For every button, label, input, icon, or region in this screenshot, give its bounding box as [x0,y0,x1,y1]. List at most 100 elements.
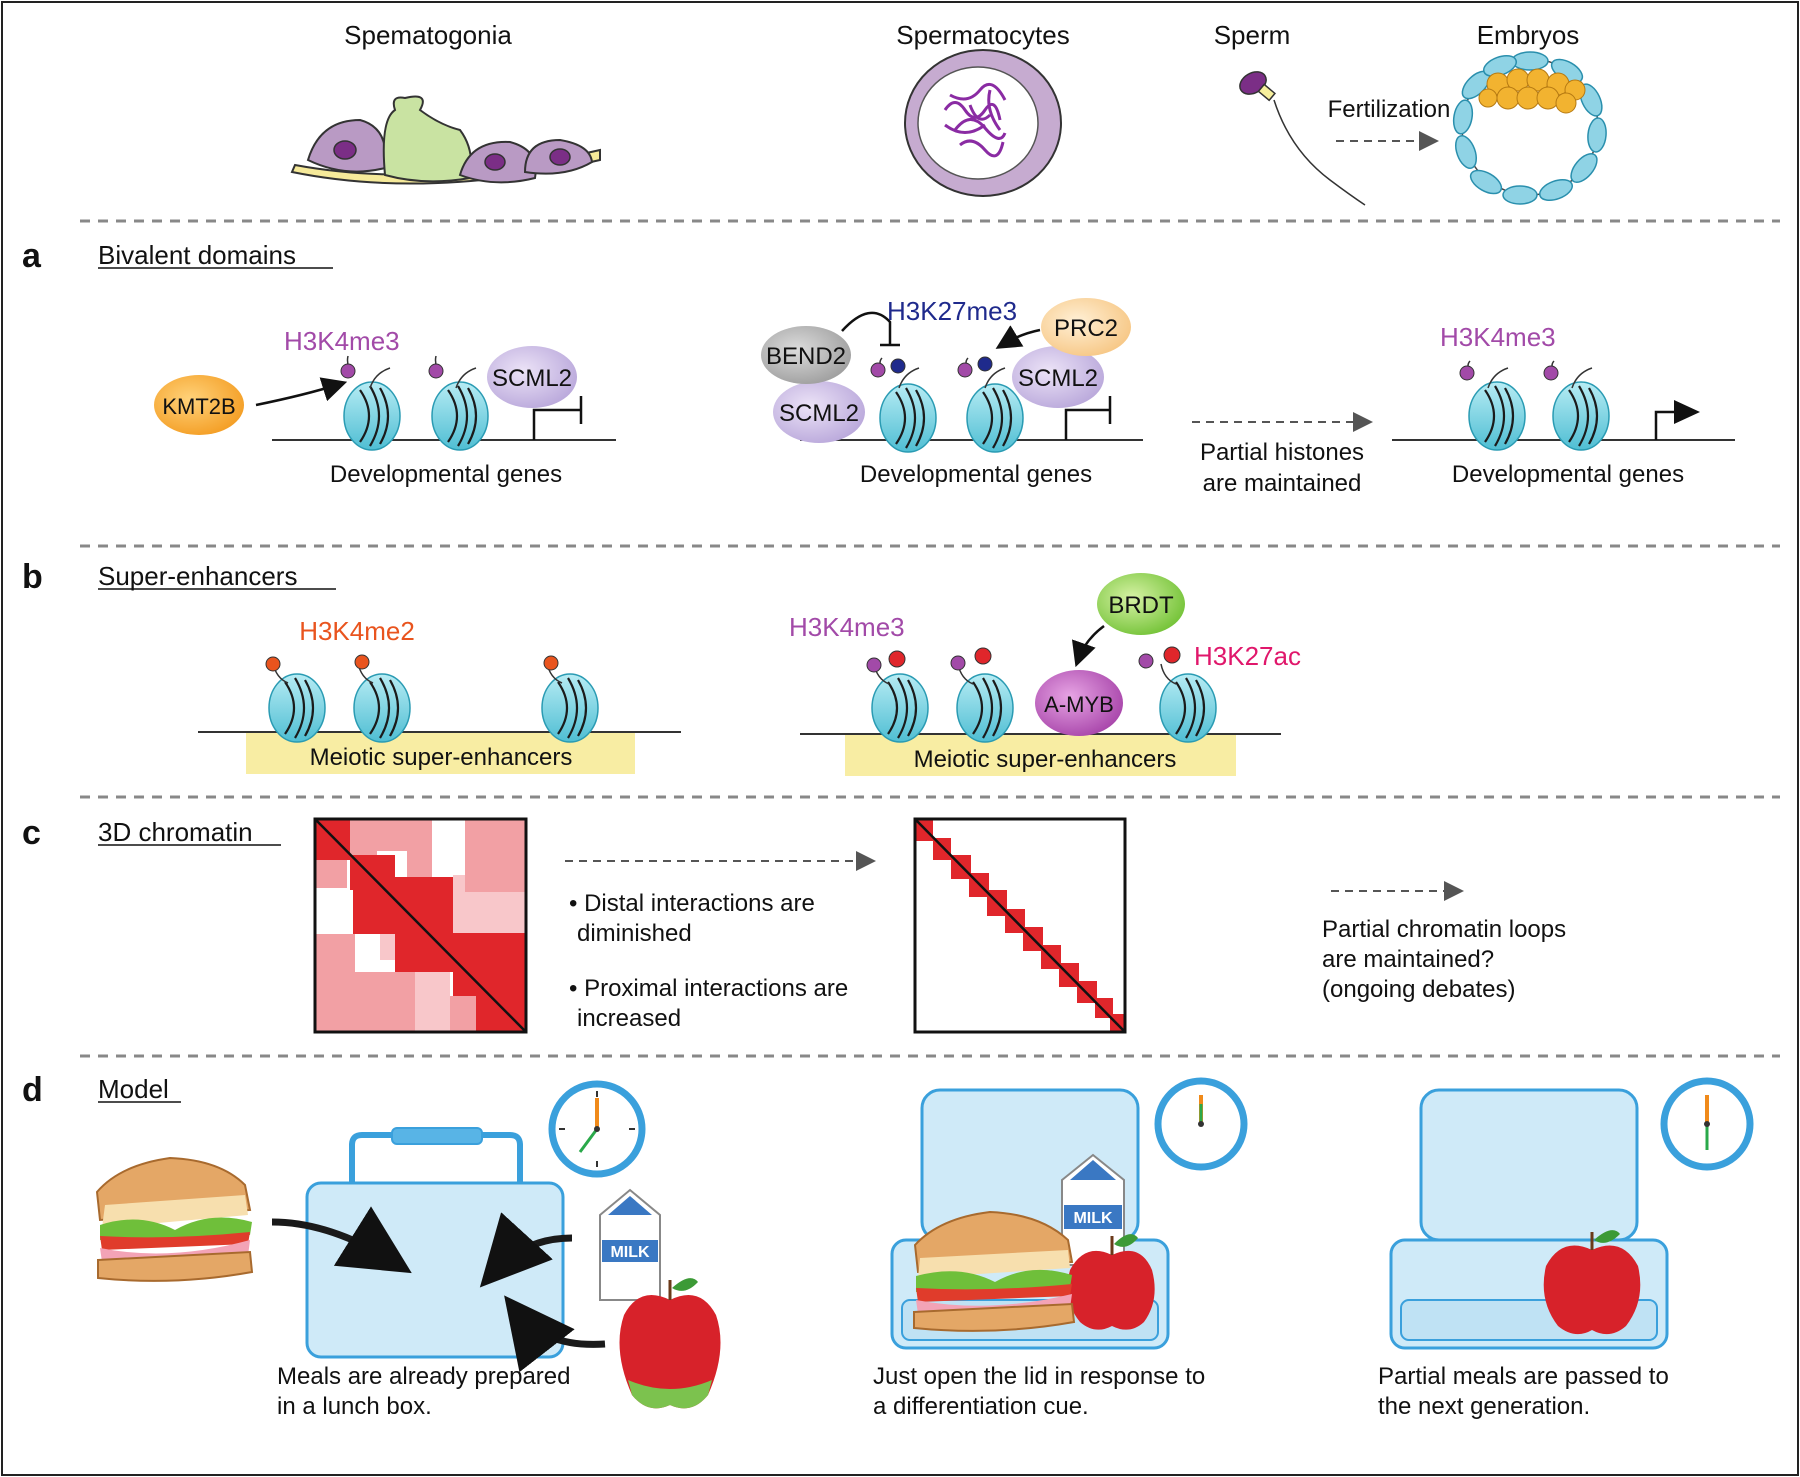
h3k27ac-mark [1163,646,1181,664]
d-caption-2-line1: Just open the lid in response to [873,1363,1205,1390]
brdt-protein [1097,573,1185,635]
contact-map-spermatogonia [313,817,528,1034]
meiotic-super-enhancers-label: Meiotic super-enhancers [914,746,1177,773]
h3k4me2-label: H3K4me2 [299,616,415,646]
apple-arrow [504,1295,606,1373]
sperm-illustration [1239,71,1366,206]
h3k4me3-mark [428,363,444,379]
developmental-genes-label: Developmental genes [860,461,1092,488]
spermatocyte-illustration [904,49,1062,197]
milk-carton-icon: MILK [599,1188,661,1301]
h3k4me3-mark [1459,365,1475,381]
scml2-label: SCML2 [779,400,859,427]
h3k27ac-mark [888,650,906,668]
milk-label: MILK [1073,1210,1113,1227]
section-b-letter: b [22,558,43,596]
sandwich-arrow [271,1206,412,1274]
stage-label-embryos: Embryos [1477,20,1580,50]
a-panel-spermatogonia: SCML2 H3K4me3 KMT2B Developmental genes [154,326,616,488]
stage-label-sperm: Sperm [1214,20,1291,50]
bend2-inhibition [841,311,900,347]
fertilization-label: Fertilization [1328,96,1451,123]
h3k4me3-label: H3K4me3 [789,612,905,642]
h3k4me3-label: H3K4me3 [1440,322,1556,352]
contact-map-spermatocytes [913,817,1127,1034]
spermatogonia-illustration [290,95,601,185]
h3k4me3-mark [1543,365,1559,381]
kmt2b-label: KMT2B [162,394,235,419]
meiotic-super-enhancers-label: Meiotic super-enhancers [310,744,573,771]
stage-label-spermatocytes: Spermatocytes [896,20,1069,50]
d-caption-3-line1: Partial meals are passed to [1378,1363,1669,1390]
prc2-protein [1041,298,1131,356]
super-enhancer-region [845,734,1236,776]
h3k4me3-mark [340,363,356,379]
section-b-title: Super-enhancers [98,561,297,591]
d-caption-3-line2: the next generation. [1378,1393,1590,1420]
milk-carton-icon: MILK [1061,1153,1125,1266]
h3k27me3-mark [977,356,993,372]
d-caption-2-line2: a differentiation cue. [873,1393,1089,1420]
section-a-letter: a [22,237,42,275]
a-panel-embryo: H3K4me3 Developmental genes [1392,322,1735,488]
c-loops-line3: (ongoing debates) [1322,976,1515,1003]
bend2-protein [761,326,851,384]
h3k4me3-mark [870,362,886,378]
section-a-title: Bivalent domains [98,240,296,270]
h3k4me3-mark [1138,653,1154,669]
milk-arrow [479,1212,573,1288]
h3k4me3-mark [866,657,882,673]
h3k4me3-mark [950,655,966,671]
h3k4me2-mark [265,656,281,672]
h3k27ac-label: H3K27ac [1194,641,1301,671]
section-d-letter: d [22,1071,43,1109]
h3k27ac-mark [974,647,992,665]
milk-label: MILK [610,1244,650,1261]
b-panel-spermatogonia: H3K4me2 Meiotic super-enhancers [198,616,681,774]
h3k4me3-mark [957,362,973,378]
prc2-arrow [995,325,1041,349]
d-caption-1-line1: Meals are already prepared [277,1363,571,1390]
scml2-label: SCML2 [1018,365,1098,392]
clock-icon [1154,1077,1248,1171]
apple-icon [1543,1230,1641,1335]
brdt-label: BRDT [1108,592,1174,619]
apple-icon [1067,1234,1155,1330]
section-c-title: 3D chromatin [98,817,253,847]
stage-label-spermatogonia: Spematogonia [344,20,512,50]
h3k4me2-mark [354,654,370,670]
apple-icon [619,1278,721,1409]
c-bullet2-line1: • Proximal interactions are [569,975,848,1002]
b-panel-spermatocytes: A-MYB BRDT H3K4me3 H3K27ac Meiotic super… [789,573,1301,776]
d-caption-1-line2: in a lunch box. [277,1393,432,1420]
a-panel-spermatocytes: SCML2 BEND2 SCML2 H3K27me3 PRC2 Developm… [761,296,1143,488]
activation-arrow-icon [1654,410,1676,440]
embryo-illustration [1452,51,1607,205]
developmental-genes-label: Developmental genes [1452,461,1684,488]
h3k27me3-label: H3K27me3 [887,296,1017,326]
amyb-label: A-MYB [1044,692,1114,717]
clock-icon [1660,1077,1754,1171]
scml2-protein [487,346,577,408]
repression-symbol [1064,396,1112,440]
bend2-label: BEND2 [766,343,846,370]
h3k4me3-label: H3K4me3 [284,326,400,356]
amyb-protein [1035,670,1123,736]
sandwich-icon [95,1156,254,1282]
scml2-protein [773,381,865,443]
sandwich-icon [913,1210,1076,1332]
developmental-genes-label: Developmental genes [330,461,562,488]
c-bullet1-line1: • Distal interactions are [569,890,815,917]
c-bullet2-line2: increased [577,1005,681,1032]
h3k4me2-mark [543,655,559,671]
kmt2b-arrow [255,377,348,407]
scml2-protein [1012,346,1104,408]
c-loops-line2: are maintained? [1322,946,1494,973]
section-c-letter: c [22,814,41,852]
prc2-label: PRC2 [1054,315,1118,342]
a-partial-line1: Partial histones [1200,439,1364,466]
brdt-arrow [1071,624,1105,668]
section-d-title: Model [98,1074,169,1104]
c-loops-line1: Partial chromatin loops [1322,916,1566,943]
